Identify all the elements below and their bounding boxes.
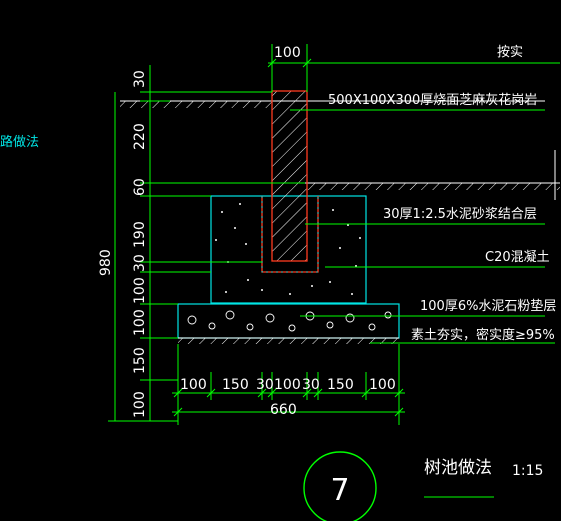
- base-label: 100厚6%水泥石粉垫层: [420, 298, 556, 314]
- base-layer-gravel: [187, 310, 392, 332]
- ground-line-right: [305, 182, 560, 190]
- detail-scale: 1:15: [512, 463, 543, 479]
- bottom-dimension-chain: [172, 344, 405, 425]
- top-dim-label: 100: [274, 45, 301, 61]
- vdim-190: 190: [132, 221, 148, 248]
- vdim-30-mid: 30: [132, 254, 148, 272]
- ground-line-left: [120, 100, 545, 108]
- curb-stone: [271, 90, 308, 262]
- vdim-150: 150: [132, 347, 148, 374]
- vdim-100-c: 100: [132, 391, 148, 418]
- vdim-100-a: 100: [132, 277, 148, 304]
- hdim-100-mid: 100: [274, 377, 301, 393]
- vertical-dimension-chain: [108, 65, 305, 422]
- vdim-30-top: 30: [132, 70, 148, 88]
- vdim-100-b: 100: [132, 309, 148, 336]
- compacted-soil: [178, 338, 399, 344]
- hdim-150-right: 150: [327, 377, 354, 393]
- vdim-220: 220: [132, 123, 148, 150]
- curb-stone-hatch: [272, 91, 307, 261]
- top-dimension: [267, 44, 560, 92]
- detail-number-circle: [303, 451, 377, 521]
- label-leaders: [290, 109, 555, 344]
- vdim-60: 60: [132, 178, 148, 196]
- detail-title: 树池做法: [424, 458, 492, 478]
- top-right-note: 按实: [497, 45, 523, 60]
- mortar-bed-inner: [261, 196, 319, 273]
- vdim-total-980: 980: [98, 249, 114, 276]
- hdim-30-left: 30: [256, 377, 274, 393]
- curb-label: 500X100X300厚烧面芝麻灰花岗岩: [328, 92, 537, 108]
- hdim-150-left: 150: [222, 377, 249, 393]
- concrete-label: C20混凝土: [485, 249, 550, 265]
- hdim-30-right: 30: [302, 377, 320, 393]
- hdim-100-left: 100: [180, 377, 207, 393]
- hdim-100-right: 100: [369, 377, 396, 393]
- left-note-text: 路做法: [0, 134, 39, 150]
- hdim-total-660: 660: [270, 402, 297, 418]
- detail-number: 7: [330, 473, 349, 508]
- mortar-label: 30厚1:2.5水泥砂浆结合层: [383, 207, 537, 222]
- soil-label: 素土夯实，密实度≥95%: [411, 327, 555, 343]
- base-layer: [177, 303, 400, 339]
